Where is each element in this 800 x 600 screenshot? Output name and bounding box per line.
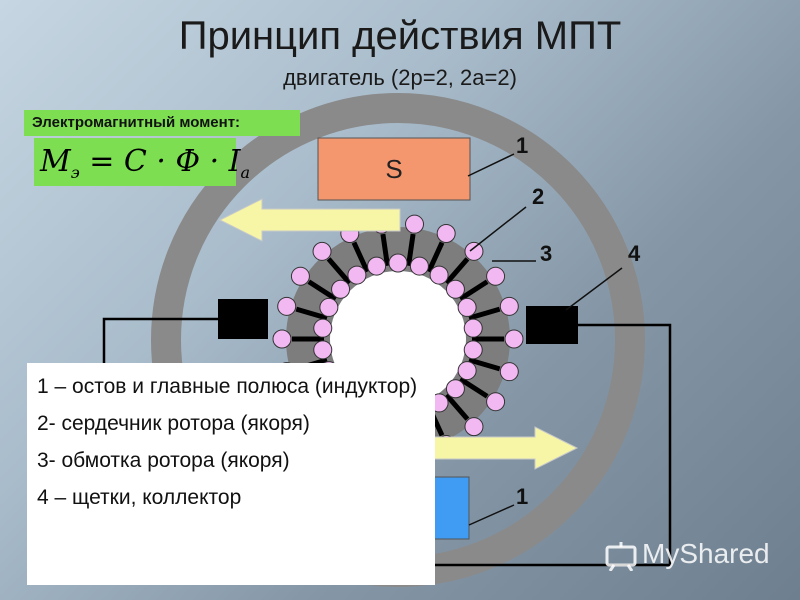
brush-right: [526, 306, 578, 344]
formula-label: Электромагнитный момент:: [24, 110, 300, 136]
legend-box: 1 – остов и главные полюса (индуктор) 2-…: [27, 363, 435, 585]
winding-conductor: [347, 265, 367, 285]
watermark-text: MyShared: [642, 538, 770, 569]
legend-item: 2- сердечник ротора (якоря): [37, 412, 310, 435]
arrow-left-icon: [218, 198, 401, 242]
winding-conductor: [272, 329, 292, 349]
label-number-1-bottom: 1: [516, 484, 529, 509]
winding-conductor: [313, 340, 333, 360]
legend-item: 1 – остов и главные полюса (индуктор): [37, 375, 418, 398]
legend-item: 3- обмотка ротора (якоря): [37, 449, 290, 472]
winding-conductor: [499, 362, 519, 382]
label-number-1-top: 1: [516, 133, 529, 158]
winding-conductor: [388, 253, 408, 273]
slot-bar: [406, 233, 416, 267]
formula-rhs-subscript: a: [240, 163, 251, 182]
slot-bar: [458, 279, 489, 302]
winding-conductor: [457, 361, 477, 381]
pole-top-label: S: [385, 154, 403, 184]
winding-conductor: [486, 392, 506, 412]
slot-bar: [307, 279, 338, 302]
winding-conductor: [486, 266, 506, 286]
winding-conductor: [405, 214, 425, 234]
winding-conductor: [464, 241, 484, 261]
winding-conductor: [290, 266, 310, 286]
winding-conductor: [277, 296, 297, 316]
slot-bar: [326, 257, 352, 285]
slot-bar: [458, 376, 489, 399]
winding-conductor: [464, 417, 484, 437]
slot-bar: [295, 306, 328, 321]
slot-bar: [444, 257, 470, 285]
legend-item: 4 – щетки, коллектор: [37, 486, 242, 509]
winding-conductor: [504, 329, 524, 349]
formula-lhs-symbol: M: [40, 144, 71, 179]
winding-conductor: [313, 318, 333, 338]
wires: [102, 317, 672, 567]
formula-rhs: = C · Φ · I: [79, 144, 241, 179]
slot-bar: [468, 306, 501, 321]
leader-lines: [467, 153, 623, 526]
pole-top: [317, 137, 471, 201]
label-number-3: 3: [540, 241, 553, 266]
winding-conductor: [367, 256, 387, 276]
winding-conductor: [445, 279, 465, 299]
winding-conductor: [409, 256, 429, 276]
formula-lhs-subscript: э: [70, 163, 80, 182]
slot-bar: [351, 241, 370, 273]
slot-bar: [380, 233, 390, 267]
label-number-2: 2: [532, 184, 545, 209]
winding-conductor: [445, 379, 465, 399]
slot-bar: [468, 357, 501, 372]
slot-bar: [426, 241, 445, 273]
brush-left: [218, 299, 268, 339]
winding-conductor: [331, 279, 351, 299]
winding-conductor: [312, 241, 332, 261]
winding-conductor: [499, 296, 519, 316]
watermark: MyShared: [604, 538, 770, 572]
winding-conductor: [457, 297, 477, 317]
slide-title: Принцип действия МПТ: [178, 14, 622, 58]
winding-conductor: [463, 340, 483, 360]
winding-conductor: [463, 318, 483, 338]
slot-bar: [444, 393, 470, 421]
winding-conductor: [429, 265, 449, 285]
torque-formula: Mэ = C · Φ · Ia: [34, 138, 250, 186]
winding-conductor: [436, 223, 456, 243]
label-number-4: 4: [628, 241, 641, 266]
slide-subtitle: двигатель (2р=2, 2а=2): [283, 65, 517, 90]
presentation-logo-icon: [605, 541, 637, 572]
winding-conductor: [319, 297, 339, 317]
